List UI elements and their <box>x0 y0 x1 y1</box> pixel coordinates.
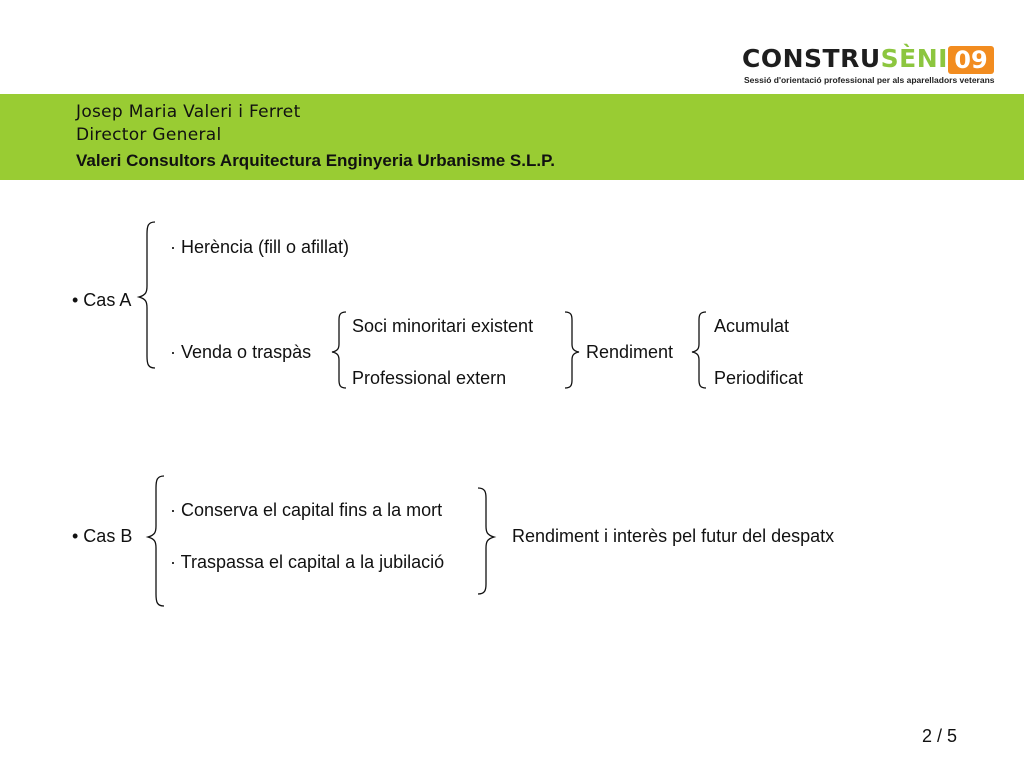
presenter-company: Valeri Consultors Arquitectura Enginyeri… <box>76 151 555 170</box>
logo-tagline: Sessió d'orientació professional per als… <box>744 75 995 85</box>
buyer-external-professional: Professional extern <box>352 368 507 388</box>
case-b-result-brace <box>477 487 497 595</box>
buyer-minority-partner: Soci minoritari existent <box>352 316 534 336</box>
case-a-label: • Cas A <box>72 290 132 310</box>
yield-periodic: Periodificat <box>714 368 804 388</box>
yield-label: Rendiment <box>586 342 674 362</box>
yield-type-brace <box>691 311 707 389</box>
option-keep-capital: · Conserva el capital fins a la mort <box>170 500 443 520</box>
header-band: Josep Maria Valeri i Ferret Director Gen… <box>0 94 1024 180</box>
case-b-result: Rendiment i interès pel futur del despat… <box>512 526 835 546</box>
sale-buyer-brace <box>331 311 347 389</box>
option-transfer-capital: · Traspassa el capital a la jubilació <box>170 552 445 572</box>
option-sale-transfer: · Venda o traspàs <box>170 342 312 362</box>
presenter-name: Josep Maria Valeri i Ferret <box>76 102 301 122</box>
yield-accumulated: Acumulat <box>714 316 790 336</box>
logo-word-dark: CONSTRU <box>742 44 881 73</box>
option-inheritance: · Herència (fill o afillat) <box>170 237 350 257</box>
case-b-brace <box>145 475 165 607</box>
construsenior-logo: CONSTRUSÈNIOR 09 Sessió d'orientació pro… <box>742 44 995 86</box>
yield-input-brace <box>564 311 580 389</box>
case-b-label: • Cas B <box>72 526 133 546</box>
slide-page-indicator: 2 / 5 <box>922 726 958 746</box>
case-a-brace <box>136 221 156 369</box>
presenter-role: Director General <box>76 125 222 145</box>
logo-year-badge: 09 <box>948 46 994 74</box>
